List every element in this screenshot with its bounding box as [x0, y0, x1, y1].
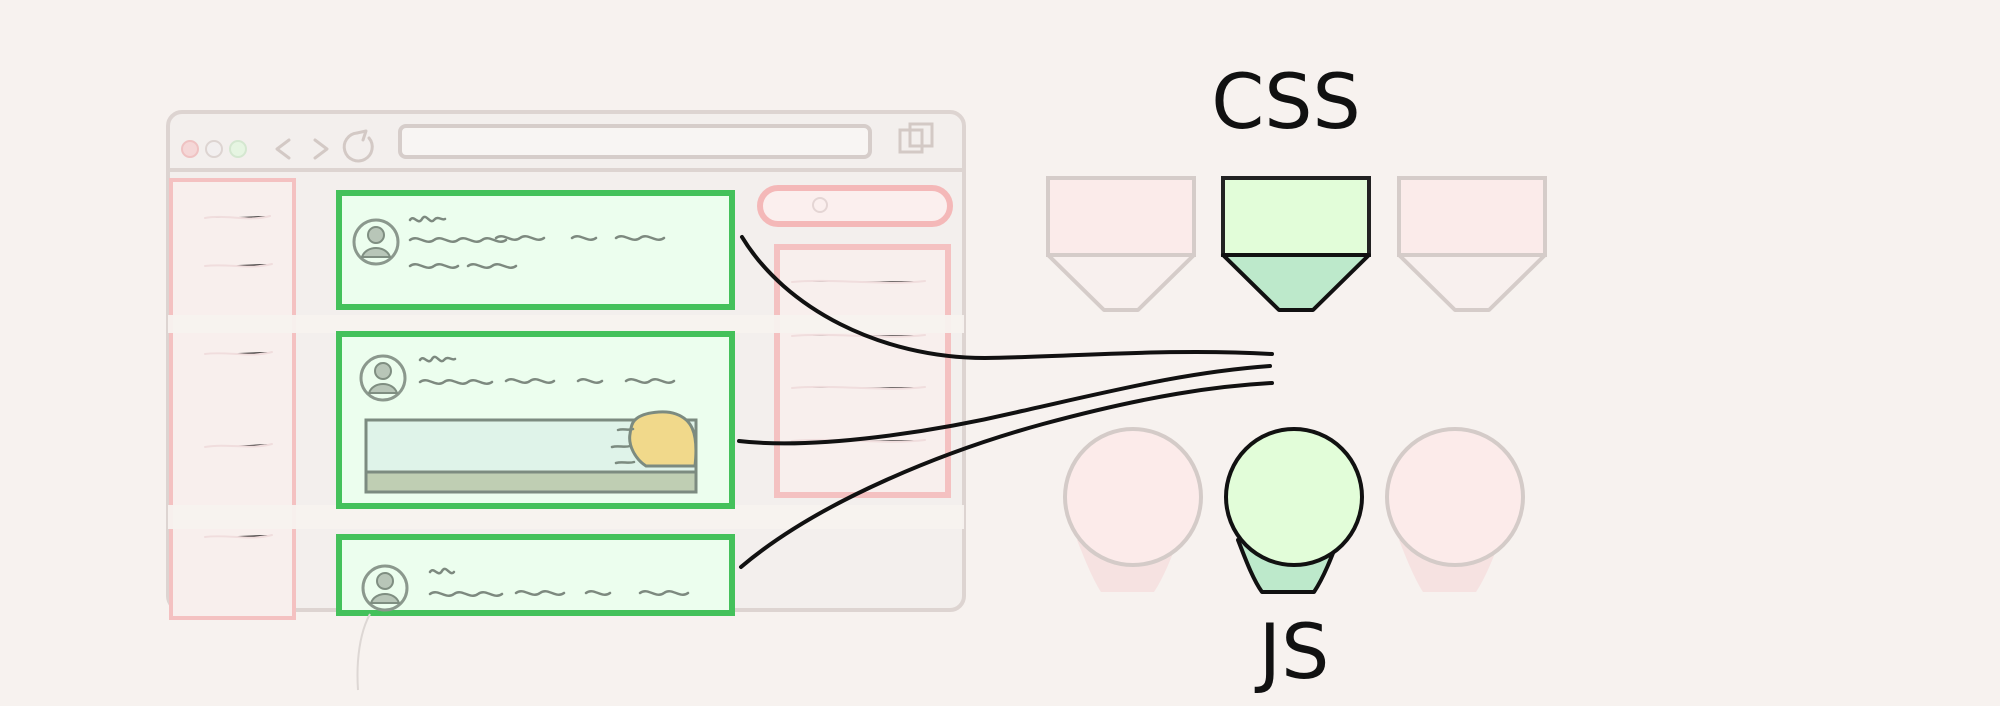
feed-card-3 [336, 534, 735, 616]
right-sidebar-lines [791, 279, 926, 443]
maximize-window-icon [229, 140, 247, 158]
minimize-window-icon [205, 140, 223, 158]
css-label: CSS [1211, 57, 1361, 146]
connector-line-2 [737, 364, 1272, 446]
sun-rays-icon [610, 427, 636, 465]
css-container-right [1397, 176, 1547, 312]
avatar-head-icon [367, 226, 385, 244]
js-bulb-right [1385, 427, 1525, 592]
refresh-arrow-icon [355, 129, 368, 142]
avatar-body-icon [367, 383, 399, 394]
forward-icon [313, 138, 329, 160]
js-bulb-left [1063, 427, 1203, 592]
feed-card-1 [336, 190, 735, 310]
js-bulb-active [1224, 427, 1364, 594]
media-ground [364, 470, 698, 494]
avatar-head-icon [374, 362, 392, 380]
avatar-head-icon [376, 572, 394, 590]
right-sidebar-column [774, 244, 951, 498]
left-sidebar-lines [204, 215, 273, 539]
address-bar [398, 124, 872, 159]
window-controls [181, 140, 247, 158]
close-window-icon [181, 140, 199, 158]
connector-line-1 [740, 235, 1274, 361]
back-icon [275, 138, 291, 160]
search-pill [757, 185, 953, 227]
search-icon [812, 197, 828, 213]
connector-lines [737, 235, 1274, 569]
refresh-icon [342, 131, 374, 163]
browser-nav-icons [275, 129, 374, 163]
css-container-left [1046, 176, 1196, 312]
avatar-body-icon [360, 247, 392, 258]
sun-icon [628, 410, 698, 468]
browser-window [166, 110, 966, 691]
duplicate-window-icon [898, 122, 934, 154]
css-container-active [1221, 176, 1371, 312]
section-gap-1 [168, 315, 964, 333]
left-sidebar-column [169, 178, 296, 620]
js-label: JS [1255, 607, 1330, 696]
connector-line-3 [739, 381, 1274, 569]
browser-faint-stroke [356, 613, 371, 691]
feed-card-2 [336, 331, 735, 509]
avatar-body-icon [369, 593, 401, 604]
feed-card-1-frame [336, 190, 735, 310]
